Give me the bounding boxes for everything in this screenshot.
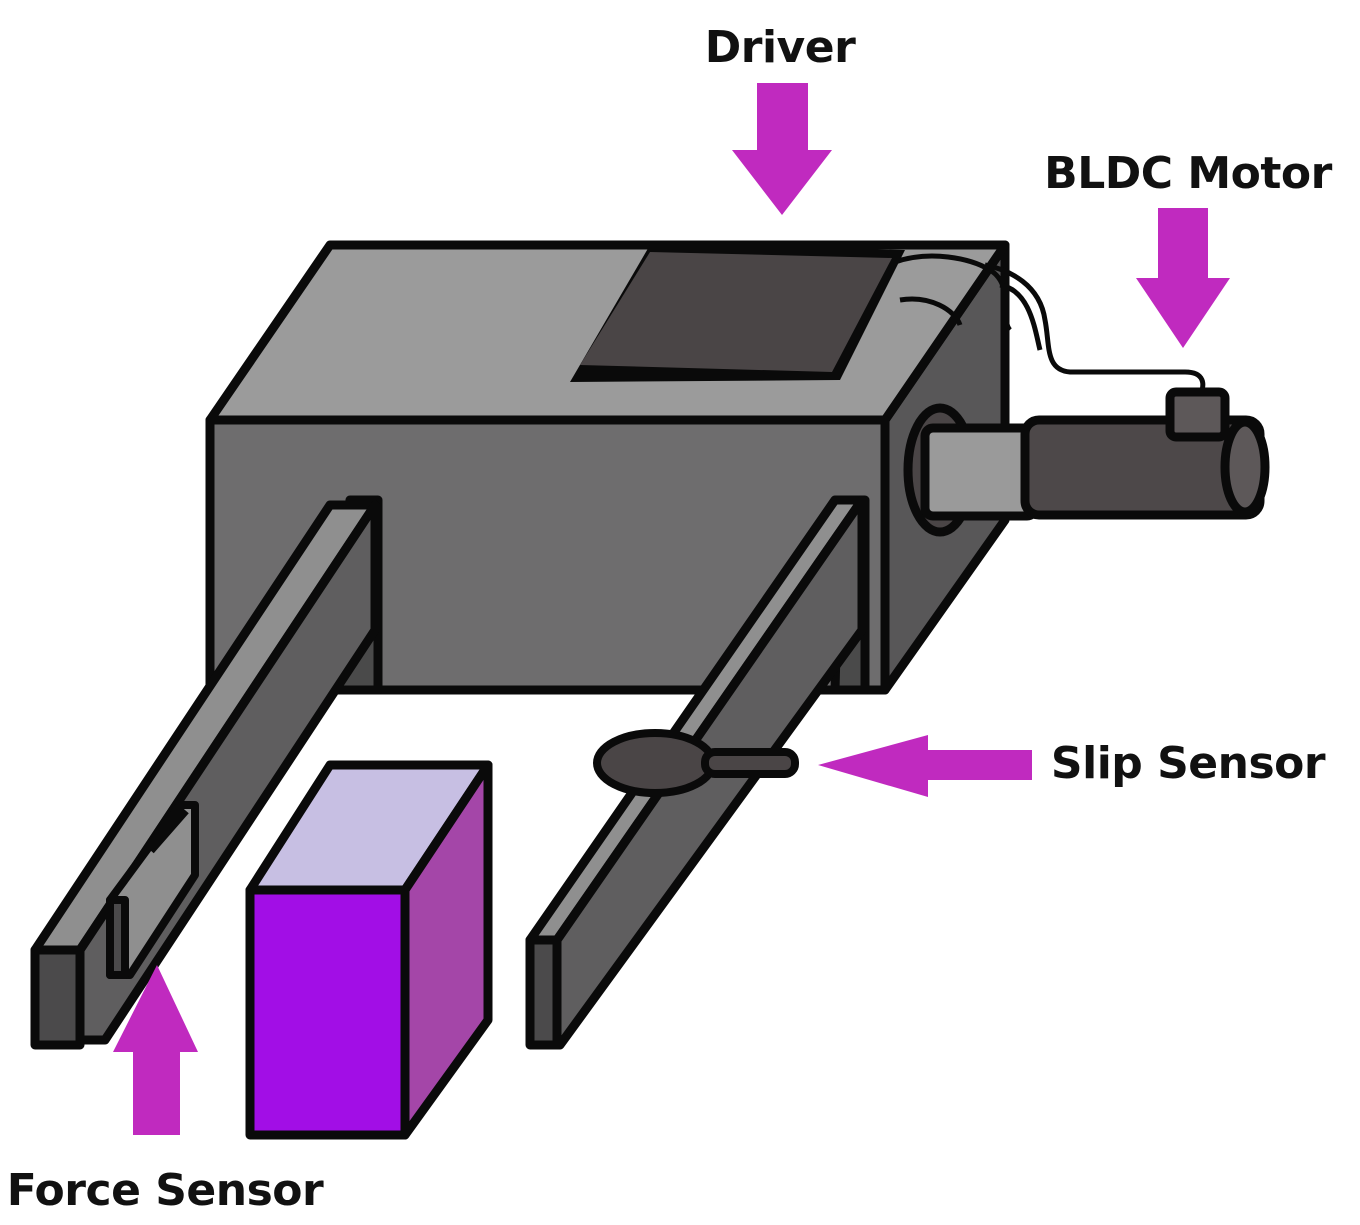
arrows bbox=[113, 83, 1230, 1135]
motor-shaft bbox=[920, 423, 1040, 521]
slip-sensor-arrow bbox=[818, 735, 1032, 797]
slip-sensor-disc bbox=[593, 729, 799, 797]
slip-sensor-label: Slip Sensor bbox=[1051, 738, 1326, 789]
bldc-motor-arrow bbox=[1136, 208, 1230, 348]
force-sensor-pad bbox=[106, 801, 199, 979]
bldc-motor bbox=[1020, 387, 1270, 520]
driver-label: Driver bbox=[705, 22, 856, 73]
bldc-motor-label: BLDC Motor bbox=[1044, 148, 1332, 199]
force-sensor-arrow bbox=[113, 965, 198, 1135]
driver-board bbox=[570, 245, 905, 382]
driver-arrow bbox=[732, 83, 832, 215]
force-sensor-label: Force Sensor bbox=[7, 1165, 324, 1216]
left-finger bbox=[30, 495, 383, 1050]
motor-wires bbox=[894, 253, 1206, 397]
grasped-object bbox=[245, 760, 493, 1140]
object-front-face bbox=[245, 885, 410, 1140]
